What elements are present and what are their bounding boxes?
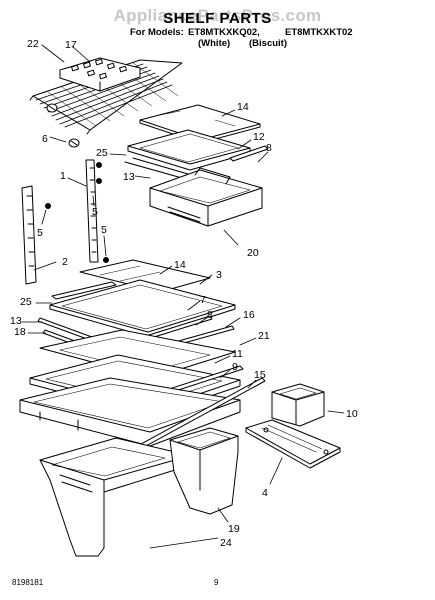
callout-22: 22 [27, 38, 39, 50]
callout-13-upper: 13 [123, 171, 135, 183]
vertical-support-left [21, 185, 37, 285]
callout-8-lower: 8 [207, 309, 213, 321]
variant-white: (White) [198, 38, 231, 49]
callout-4: 4 [262, 487, 268, 499]
crisper-pan-upper [149, 167, 263, 227]
upper-shelf-frame [124, 129, 251, 179]
shelf-tray [59, 57, 141, 92]
vertical-support-right [85, 159, 99, 263]
shelf-bracket [245, 419, 341, 469]
callout-9: 9 [232, 361, 238, 373]
callout-8-upper: 8 [266, 142, 272, 154]
mounting-screws [45, 162, 109, 263]
callout-25-lower: 25 [20, 296, 32, 308]
callout-25-upper: 25 [96, 147, 108, 159]
callout-15: 15 [254, 369, 266, 381]
crisper-drawer-right [169, 427, 239, 515]
callout-17: 17 [65, 39, 77, 51]
callout-18: 18 [14, 326, 26, 338]
model-list: For Models: ET8MTKXKQ02, ET8MTKXKT02 [130, 27, 353, 38]
callout-labels: 22 17 6 14 12 25 8 13 1 5 5 5 20 2 14 3 … [10, 38, 358, 549]
callout-7: 7 [200, 294, 206, 306]
callout-12: 12 [253, 131, 265, 143]
callout-19: 19 [228, 523, 240, 535]
callout-20: 20 [247, 247, 259, 259]
middle-shelf-frame [49, 279, 236, 338]
callout-21: 21 [258, 330, 270, 342]
callout-13-lower: 13 [10, 315, 22, 327]
page-number: 9 [214, 578, 219, 587]
callout-16: 16 [243, 309, 255, 321]
callout-11: 11 [232, 348, 243, 360]
callout-14-upper: 14 [237, 101, 249, 113]
callout-1: 1 [60, 170, 66, 182]
upper-trim-rail [229, 145, 269, 162]
callout-10: 10 [346, 408, 358, 420]
callout-24: 24 [220, 537, 232, 549]
callout-leaders [21, 44, 345, 549]
callout-2: 2 [62, 256, 68, 268]
callout-3: 3 [216, 269, 222, 281]
models-prefix: For Models: [130, 27, 184, 38]
callout-5-a: 5 [92, 206, 98, 218]
document-code: 8198181 [12, 578, 44, 587]
shelf-support-pegs [46, 103, 80, 148]
watermark: AppliancePartsPros.com [113, 6, 322, 25]
door-bin [271, 383, 325, 427]
model-1: ET8MTKXKQ02, [188, 27, 260, 38]
page-title: SHELF PARTS [163, 10, 272, 27]
callout-6: 6 [42, 133, 48, 145]
crisper-drawer-left [39, 437, 176, 557]
callout-5-c: 5 [101, 224, 107, 236]
callout-5-b: 5 [37, 227, 43, 239]
model-2: ET8MTKXKT02 [285, 27, 353, 38]
variant-biscuit: (Biscuit) [249, 38, 287, 49]
callout-14-lower: 14 [174, 259, 186, 271]
